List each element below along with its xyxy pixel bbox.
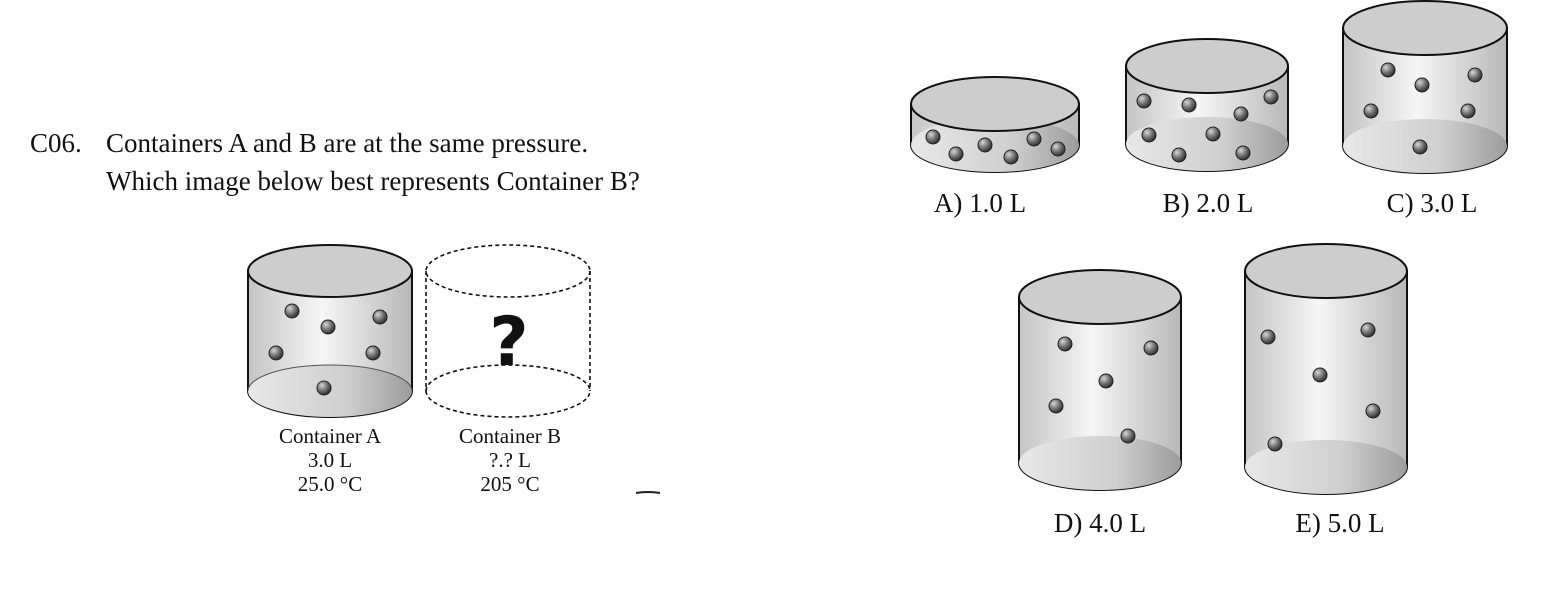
- particle: [320, 319, 336, 335]
- particle: [1003, 149, 1019, 165]
- question-prompt-1: Containers A and B are at the same press…: [106, 128, 589, 158]
- container-b-temperature: 205 °C: [480, 472, 539, 496]
- option-b-label: B) 2.0 L: [1163, 188, 1254, 218]
- particle: [1026, 131, 1042, 147]
- particle: [268, 345, 284, 361]
- option-e-cylinder: [1244, 243, 1408, 495]
- particle: [1120, 428, 1136, 444]
- particle: [1263, 89, 1279, 105]
- particle: [1312, 367, 1328, 383]
- particle: [1233, 106, 1249, 122]
- question-line-1: C06. Containers A and B are at the same p…: [30, 124, 640, 162]
- container-a-particles: [268, 303, 388, 396]
- question-number: C06.: [30, 128, 82, 158]
- particle: [1360, 322, 1376, 338]
- particle: [1412, 139, 1428, 155]
- particle: [1143, 340, 1159, 356]
- option-a-label: A) 1.0 L: [934, 188, 1026, 218]
- particle: [1460, 103, 1476, 119]
- particle: [1050, 141, 1066, 157]
- option-c-particles: [1363, 62, 1483, 155]
- particle: [1057, 336, 1073, 352]
- particle: [1414, 77, 1430, 93]
- particle: [316, 380, 332, 396]
- container-a-name: Container A: [279, 424, 382, 448]
- option-c-label: C) 3.0 L: [1387, 188, 1478, 218]
- particle: [1205, 126, 1221, 142]
- container-b-volume: ?.? L: [489, 448, 531, 472]
- particle: [1260, 329, 1276, 345]
- question-text: C06. Containers A and B are at the same p…: [30, 124, 640, 200]
- particle: [1171, 147, 1187, 163]
- particle: [284, 303, 300, 319]
- particle: [365, 345, 381, 361]
- option-d-label: D) 4.0 L: [1054, 508, 1146, 538]
- particle: [1235, 145, 1251, 161]
- option-a-cylinder: [910, 76, 1080, 173]
- particle: [1267, 436, 1283, 452]
- question-line-2: Which image below best represents Contai…: [106, 166, 640, 196]
- particle: [1048, 398, 1064, 414]
- option-a-particles: [925, 129, 1066, 165]
- container-a-volume: 3.0 L: [308, 448, 352, 472]
- particle: [1363, 103, 1379, 119]
- option-d-particles: [1048, 336, 1159, 444]
- particle: [1467, 67, 1483, 83]
- particle: [1136, 93, 1152, 109]
- particle: [948, 146, 964, 162]
- particle: [372, 309, 388, 325]
- unknown-question-mark: ?: [489, 303, 528, 382]
- option-e-label: E) 5.0 L: [1295, 508, 1384, 538]
- container-b-name: Container B: [459, 424, 561, 448]
- particle: [925, 129, 941, 145]
- particle: [1141, 127, 1157, 143]
- particle: [1181, 97, 1197, 113]
- particle: [1098, 373, 1114, 389]
- container-b-cylinder: [425, 244, 591, 418]
- particle: [1365, 403, 1381, 419]
- stray-mark: [635, 491, 661, 494]
- particle: [977, 137, 993, 153]
- container-a-temperature: 25.0 °C: [298, 472, 362, 496]
- option-b-particles: [1136, 89, 1279, 163]
- option-e-particles: [1260, 322, 1381, 452]
- particle: [1380, 62, 1396, 78]
